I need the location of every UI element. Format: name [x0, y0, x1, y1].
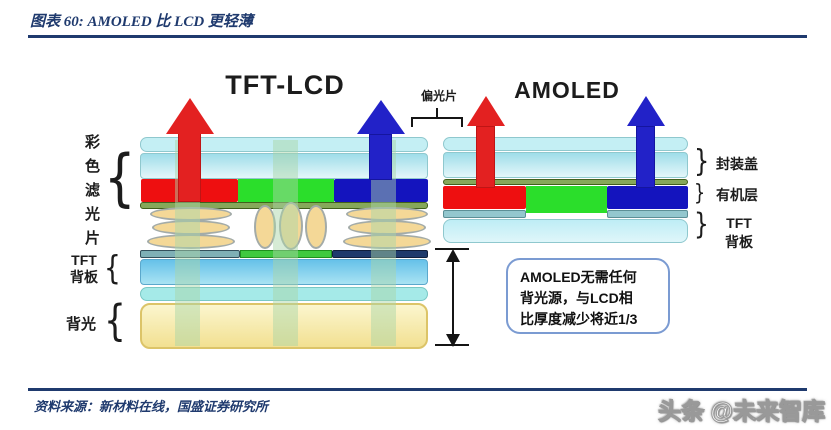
lcd-bottom-polarizer-layer [140, 287, 428, 301]
lcd-red-light-arrow-stem [178, 132, 201, 202]
lcd-blue-light-arrow-head [357, 100, 405, 134]
amoled-blue-light-arrow-head [627, 96, 665, 126]
amoled-tft-brace: } [694, 207, 709, 241]
lcd-top-polarizer-layer [140, 137, 428, 152]
lcd-green-subpixel [238, 179, 334, 202]
amoled-encap-brace: } [694, 144, 710, 179]
amoled-tft-backplane-layer [443, 219, 688, 243]
amoled-cathode-line [443, 179, 688, 185]
lcd-tft-backplane-label: TFT 背板 [70, 252, 98, 285]
thickness-arrow-top-head [446, 249, 460, 262]
amoled-green-subpixel [526, 186, 607, 213]
figure-title: 图表 60: AMOLED 比 LCD 更轻薄 [30, 14, 253, 30]
amoled-tft-backplane-label: TFT 背板 [725, 215, 753, 250]
thickness-arrow-bottom-head [446, 334, 460, 347]
amoled-blue-light-arrow-stem [636, 126, 655, 188]
amoled-blue-subpixel [607, 186, 688, 209]
polarizer-bracket-left-tick [411, 117, 413, 127]
backlight-beam [273, 140, 298, 346]
polarizer-bracket-bar [411, 117, 463, 119]
amoled-organic-brace: } [694, 181, 706, 206]
polarizer-bracket-center-tick [436, 108, 438, 117]
lcd-backlight-brace: { [104, 296, 126, 346]
lcd-tft-backplane-brace: { [104, 248, 121, 287]
footer-rule [28, 388, 807, 391]
lcd-red-light-arrow-head [166, 98, 214, 134]
liquid-crystal-molecule [254, 205, 276, 249]
header-rule [28, 35, 807, 38]
lcd-tft-glass-layer [140, 259, 428, 285]
amoled-red-light-arrow-head [467, 96, 505, 126]
liquid-crystal-molecule [279, 202, 303, 250]
polarizer-bracket-right-tick [461, 117, 463, 127]
liquid-crystal-molecule [343, 234, 431, 249]
thickness-arrow-line [452, 252, 454, 344]
liquid-crystal-molecule [305, 205, 327, 249]
lcd-tft-segment-right [332, 250, 428, 258]
liquid-crystal-molecule [147, 234, 235, 249]
lcd-title: TFT-LCD [225, 70, 345, 100]
thickness-arrow-bottom-cap [435, 344, 469, 346]
lcd-tft-segment-left [140, 250, 240, 258]
amoled-organic-label: 有机层 [716, 187, 758, 203]
callout-box: AMOLED无需任何 背光源，与LCD相 比厚度减少将近1/3 [506, 258, 670, 334]
amoled-anode-segment-right [607, 210, 688, 218]
amoled-top-polarizer-layer [443, 137, 688, 151]
amoled-title: AMOLED [514, 77, 620, 103]
lcd-blue-light-arrow-stem [369, 134, 392, 180]
amoled-red-light-arrow-stem [476, 126, 495, 188]
lcd-color-filter-brace: { [104, 141, 136, 214]
lcd-blue-subpixel [334, 179, 428, 202]
lcd-color-filter-label: 彩色滤光片 [84, 134, 100, 247]
amoled-encap-label: 封装盖 [716, 156, 758, 172]
lcd-tft-segment-middle [240, 250, 332, 258]
lcd-backlight-layer [140, 303, 428, 349]
amoled-anode-segment-left [443, 210, 526, 218]
polarizer-label: 偏光片 [420, 89, 457, 103]
lcd-backlight-label: 背光 [66, 316, 97, 333]
thickness-arrow-top-cap [435, 248, 469, 250]
amoled-red-subpixel [443, 186, 526, 209]
watermark: 头条 @未来智库 [658, 398, 826, 425]
source-note: 资料来源：新材料在线，国盛证券研究所 [34, 399, 269, 414]
